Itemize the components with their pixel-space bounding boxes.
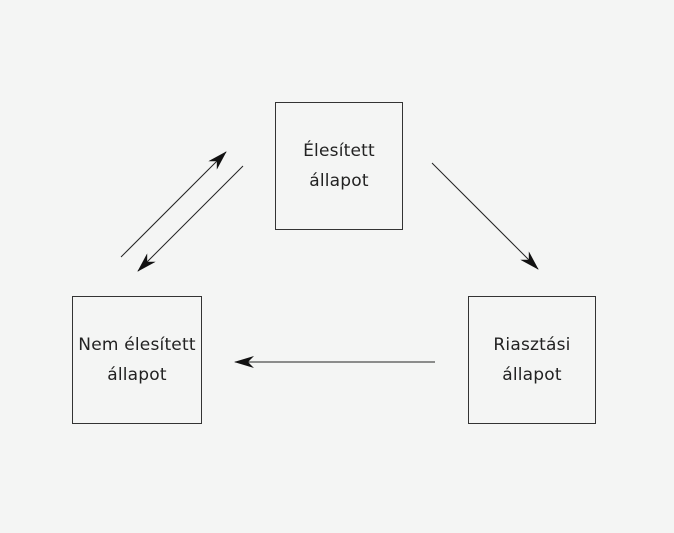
arrow-armed-to-alarm <box>431 162 539 270</box>
state-armed-label: Élesített állapot <box>303 141 375 191</box>
state-armed: Élesített állapot <box>275 102 403 230</box>
state-unarmed-label: Nem élesített állapot <box>78 335 196 385</box>
arrow-armed-to-unarmed <box>137 165 244 272</box>
state-unarmed: Nem élesített állapot <box>72 296 202 424</box>
arrow-unarmed-to-armed <box>120 151 227 258</box>
state-alarm: Riasztási állapot <box>468 296 596 424</box>
state-alarm-label: Riasztási állapot <box>493 335 571 385</box>
